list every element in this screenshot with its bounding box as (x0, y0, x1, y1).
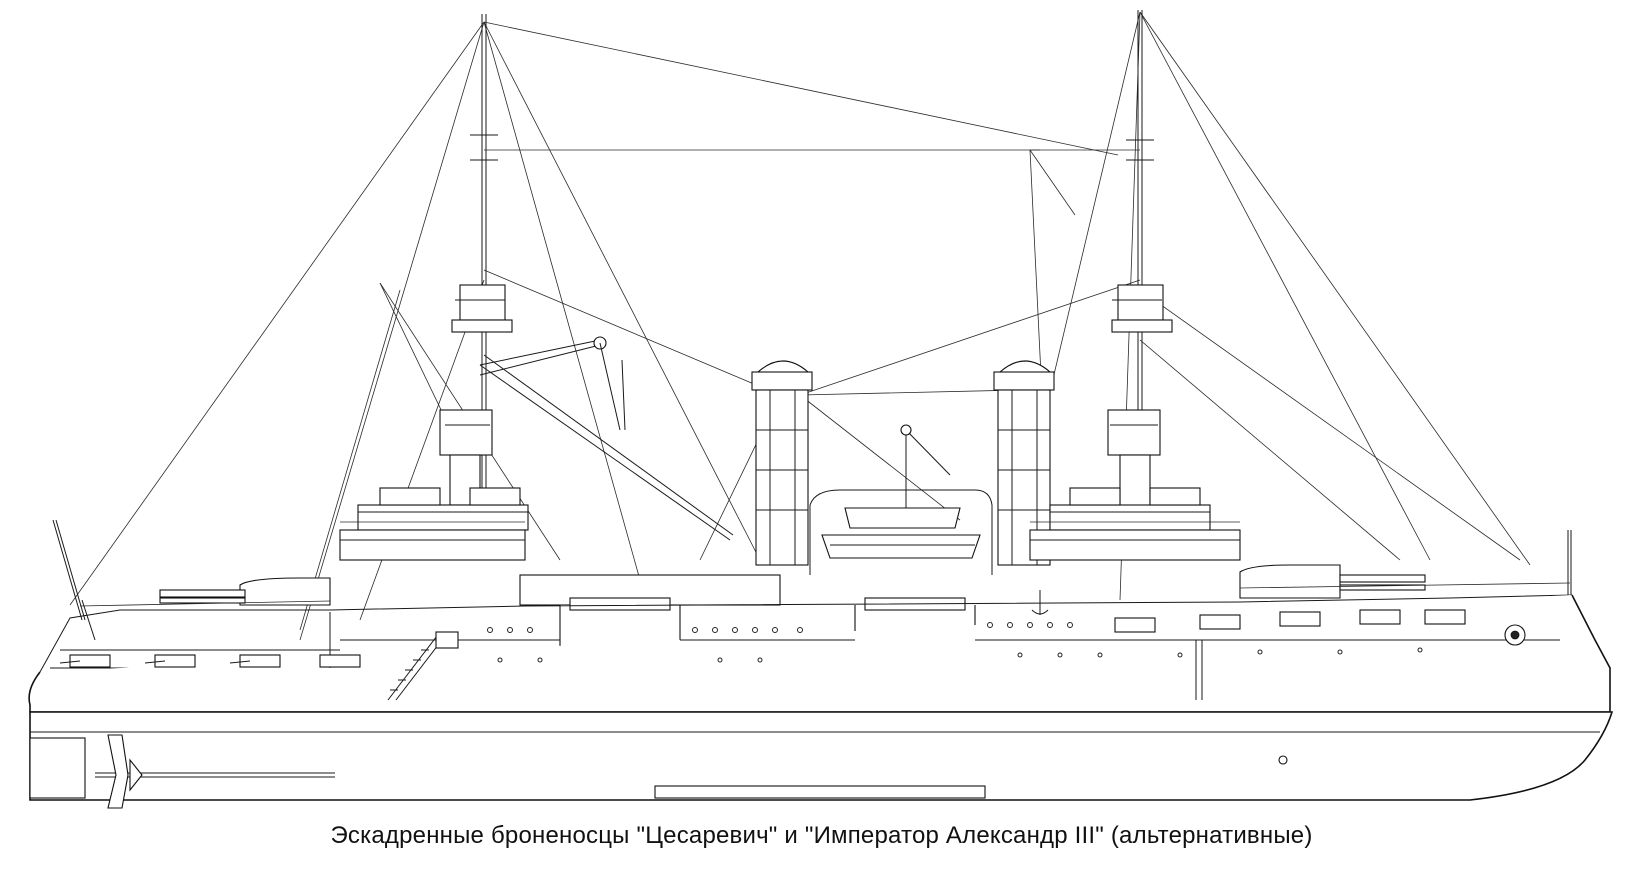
boat-cranes (479, 336, 951, 541)
drawing-caption: Эскадренные броненосцы "Цесаревич" и "Им… (330, 822, 1313, 849)
fore-bridge (339, 487, 781, 606)
fore-mast (439, 14, 513, 506)
aft-bridge (1029, 487, 1241, 561)
guard-rails (79, 521, 1571, 607)
main-mast (1107, 10, 1173, 511)
hull-lines (60, 612, 1560, 668)
aft-turret (1239, 564, 1426, 599)
hull (28, 594, 1614, 809)
portholes (487, 622, 1423, 663)
anchor (1031, 590, 1526, 646)
fore-turret (159, 577, 331, 606)
gun-casemates (59, 609, 1466, 668)
boat-deck (809, 489, 993, 575)
accommodation-ladder (387, 631, 1203, 701)
fore-funnel (751, 360, 813, 566)
rigging-lines (69, 11, 1531, 641)
